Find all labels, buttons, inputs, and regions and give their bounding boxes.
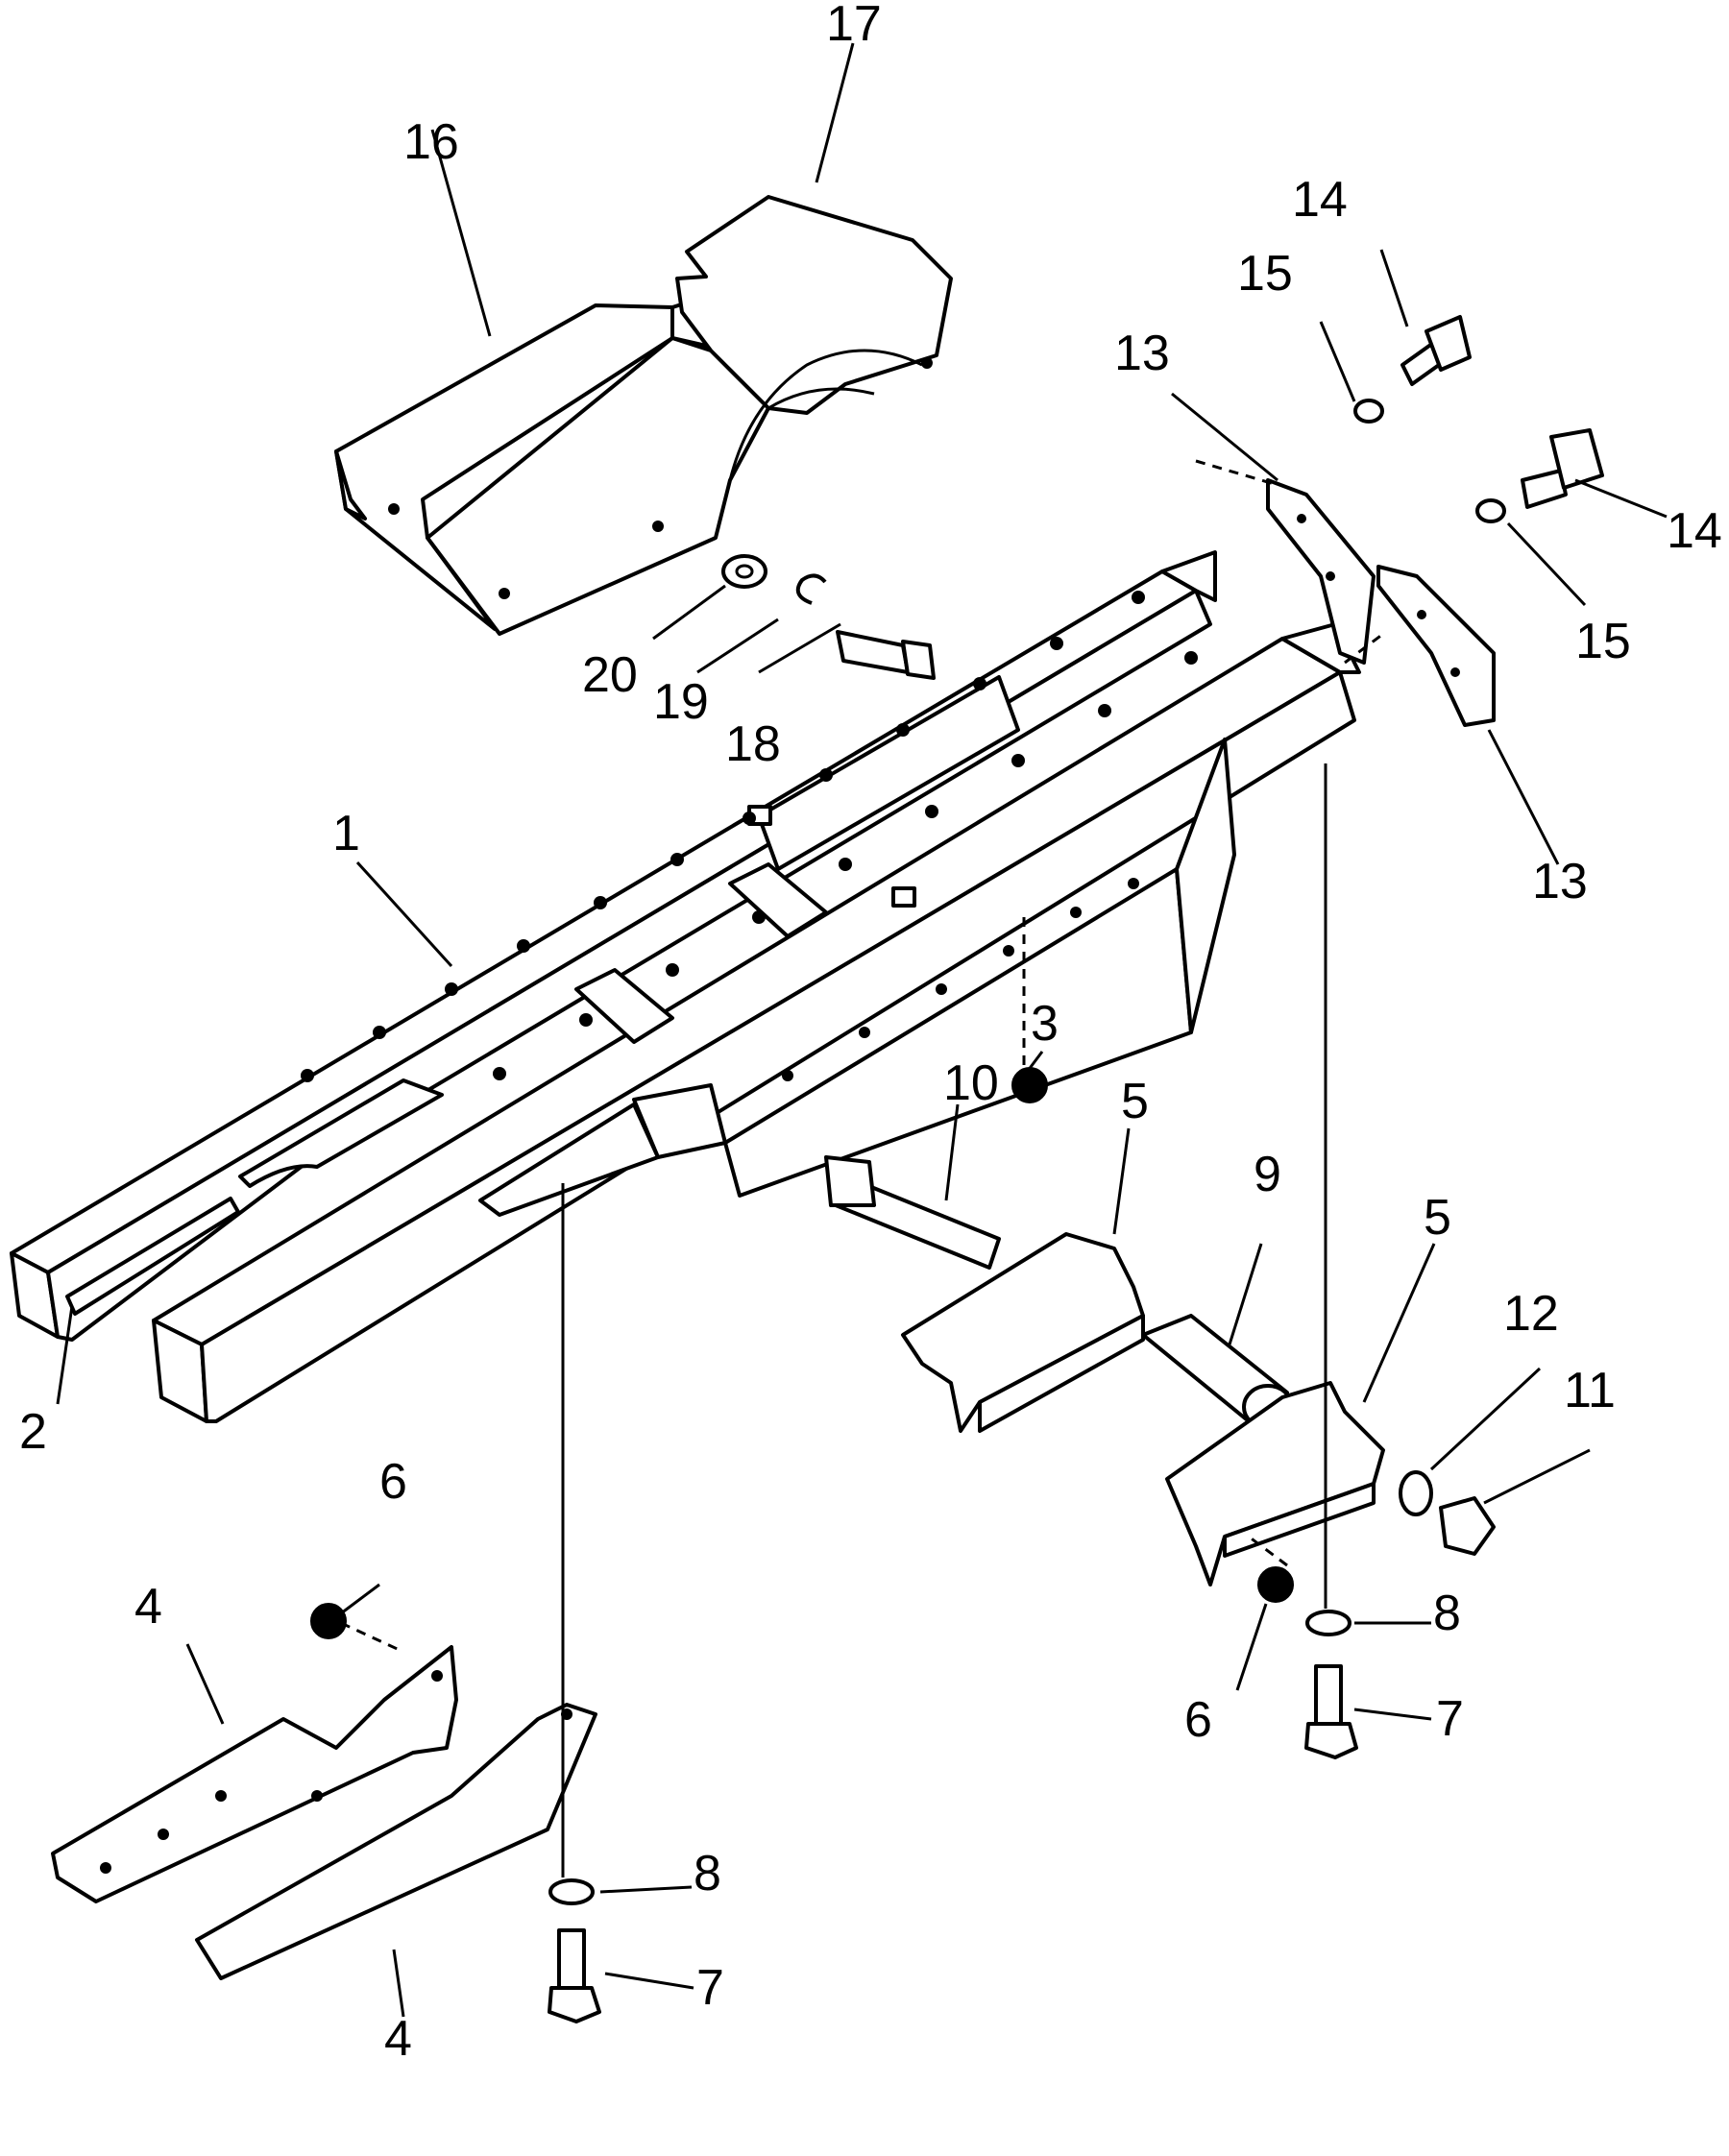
- callout-8-left: 8: [694, 1846, 721, 1902]
- assembly-axes: [340, 459, 1384, 1877]
- bolt-7-left-head: [548, 1986, 601, 2023]
- callout-13-lower: 13: [1532, 854, 1588, 909]
- callout-16: 16: [403, 114, 459, 170]
- callout-7-left: 7: [696, 1960, 724, 2016]
- callout-4-lower: 4: [384, 2011, 412, 2067]
- callout-9: 9: [1254, 1147, 1281, 1202]
- callout-11: 11: [1564, 1363, 1616, 1418]
- leader-lines: [56, 42, 1668, 2018]
- plug-6-left: [310, 1603, 347, 1639]
- callout-18: 18: [725, 716, 781, 772]
- callout-numbers: 1 2 3 4 4 5 5 6 6 7 7 8 8 9 10 11 12 13 …: [19, 0, 1722, 2067]
- washer-12: [1399, 1470, 1433, 1516]
- washer-8-left: [548, 1878, 595, 1905]
- callout-7-right: 7: [1436, 1691, 1464, 1747]
- bolt-7-left-shank: [557, 1928, 586, 1990]
- fasteners-14-15: [1353, 315, 1604, 523]
- callout-17: 17: [826, 0, 882, 52]
- washer-15-upper: [1353, 399, 1384, 424]
- washer-15-lower: [1475, 498, 1506, 523]
- bolt-10-head: [824, 1155, 876, 1207]
- plug-6-right: [1257, 1566, 1294, 1603]
- callout-19: 19: [653, 674, 709, 730]
- callout-12: 12: [1503, 1286, 1559, 1342]
- callout-10: 10: [943, 1055, 999, 1111]
- bolt-14-upper-head: [1425, 315, 1472, 372]
- bolt-14-lower-head: [1549, 428, 1604, 490]
- guard-4-upper: [51, 1645, 458, 1903]
- nut-11: [1439, 1496, 1496, 1556]
- bracket-5-right: [1165, 1381, 1385, 1587]
- lower-guards: [51, 1603, 601, 2023]
- bolt-7-right-head: [1304, 1722, 1358, 1759]
- callout-5-right: 5: [1424, 1190, 1451, 1246]
- bolt-14-lower-shank: [1521, 469, 1568, 509]
- bolt-18-head: [901, 640, 936, 680]
- center-parts: [824, 1067, 1496, 1759]
- callout-14-lower: 14: [1667, 503, 1722, 559]
- lockwasher-19: [795, 573, 827, 605]
- callout-6-left: 6: [379, 1454, 407, 1510]
- callout-15-lower: 15: [1575, 614, 1631, 669]
- callout-6-right: 6: [1184, 1692, 1212, 1748]
- callout-1: 1: [332, 806, 360, 861]
- bolt-7-right-shank: [1314, 1664, 1343, 1726]
- plug-3: [1011, 1067, 1048, 1103]
- callout-3: 3: [1031, 996, 1059, 1052]
- callout-5-left: 5: [1121, 1074, 1149, 1129]
- callout-13-upper: 13: [1114, 326, 1170, 381]
- callout-14-upper: 14: [1292, 172, 1348, 228]
- track-frame: [10, 550, 1361, 1423]
- cover-assembly: [334, 195, 953, 636]
- callout-8-right: 8: [1433, 1586, 1461, 1641]
- guard-4-lower: [195, 1703, 597, 1980]
- callout-20: 20: [582, 647, 638, 703]
- bolt-18-shank: [836, 630, 910, 674]
- washer-20: [721, 554, 767, 589]
- fasteners-18-20: [721, 554, 936, 680]
- washer-8-right: [1305, 1610, 1352, 1636]
- callout-15-upper: 15: [1237, 246, 1293, 302]
- callout-2: 2: [19, 1404, 47, 1460]
- callout-4-upper: 4: [134, 1579, 162, 1635]
